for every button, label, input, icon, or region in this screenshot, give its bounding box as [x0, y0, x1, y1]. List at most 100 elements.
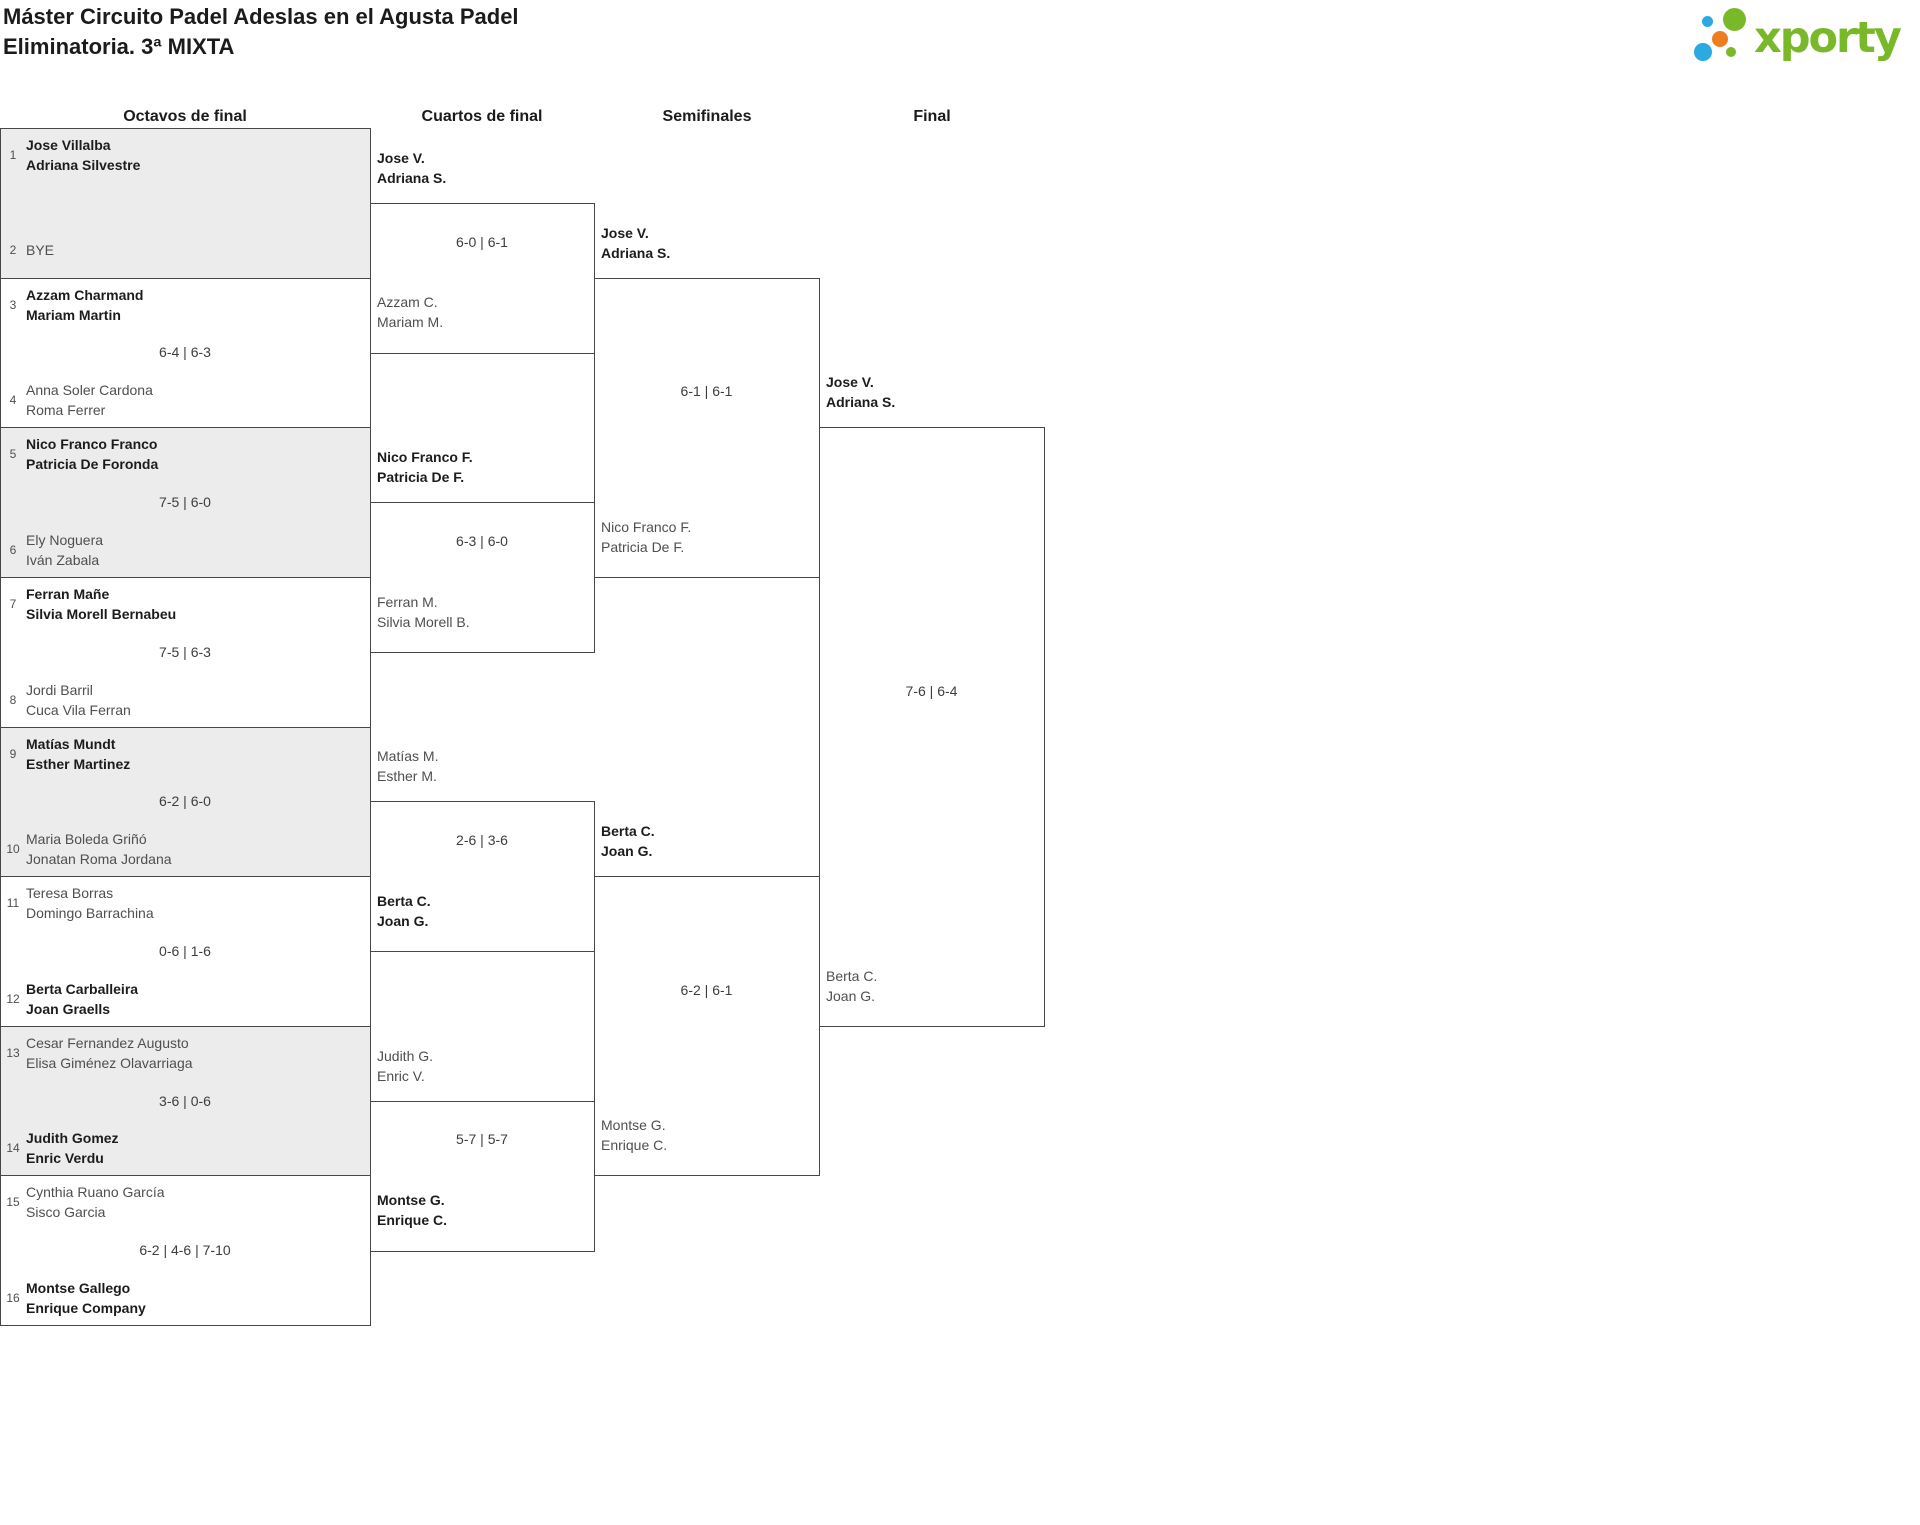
team-name: Sisco Garcia [26, 1204, 106, 1220]
logo-dot [1722, 7, 1746, 31]
team-name: Cuca Vila Ferran [26, 702, 131, 718]
advancing-team-label: Nico Franco F. [377, 449, 473, 465]
advancing-team-label: Enric V. [377, 1068, 425, 1084]
match-score: 3-6 | 0-6 [159, 1093, 211, 1109]
advancing-team-label: Berta C. [601, 823, 655, 839]
advancing-team-label: Esther M. [377, 768, 437, 784]
team-name: Esther Martinez [26, 756, 131, 772]
advancing-team-label: Berta C. [377, 893, 431, 909]
r16-match-4 [0, 577, 371, 728]
advancing-team-label: Judith G. [377, 1048, 434, 1064]
team-name: Joan Graells [26, 1001, 111, 1017]
round-header-4: Final [913, 108, 951, 125]
logo-dot [1712, 31, 1728, 47]
r16-match-7 [0, 1026, 371, 1177]
team-name: Iván Zabala [26, 552, 100, 568]
advancing-team-label: Montse G. [377, 1192, 445, 1208]
advancing-team-label: Joan G. [377, 913, 429, 929]
match-score: 6-1 | 6-1 [680, 383, 733, 399]
r16-match-8 [0, 1175, 371, 1326]
team-name: Mariam Martin [26, 307, 121, 323]
advancing-team-label: Patricia De F. [601, 539, 685, 555]
qf-match-4 [370, 1101, 595, 1252]
logo-dot [1726, 47, 1736, 57]
seed-number: 16 [6, 1291, 20, 1305]
advancing-team-label: Azzam C. [377, 294, 438, 310]
team-name: Elisa Giménez Olavarriaga [26, 1055, 193, 1071]
team-name: Maria Boleda Griñó [26, 831, 147, 847]
seed-number: 1 [9, 148, 17, 162]
match-score: 7-6 | 6-4 [905, 683, 958, 699]
r16-match-5 [0, 727, 371, 878]
seed-number: 2 [9, 243, 17, 257]
tournament-subtitle: Eliminatoria. 3ª MIXTA [3, 34, 235, 59]
round-header-2: Cuartos de final [421, 108, 543, 125]
advancing-team-label: Adriana S. [601, 245, 671, 261]
match-score: 6-0 | 6-1 [456, 234, 508, 250]
advancing-team-label: Nico Franco F. [601, 519, 692, 535]
seed-number: 11 [6, 896, 20, 910]
team-name: Berta Carballeira [26, 981, 139, 997]
match-score: 6-3 | 6-0 [456, 533, 508, 549]
tournament-title: Máster Circuito Padel Adeslas en el Agus… [3, 4, 519, 29]
team-name: Ferran Mañe [26, 586, 110, 602]
advancing-team-label: Jose V. [826, 374, 874, 390]
advancing-team-label: Matías M. [377, 748, 439, 764]
advancing-team-label: Ferran M. [377, 594, 438, 610]
round-header-3: Semifinales [662, 108, 752, 125]
match-score: 7-5 | 6-3 [159, 644, 211, 660]
advancing-team-label: Silvia Morell B. [377, 614, 470, 630]
team-name: Montse Gallego [26, 1280, 131, 1296]
match-score: 6-4 | 6-3 [159, 344, 211, 360]
match-score: 0-6 | 1-6 [159, 943, 211, 959]
seed-number: 14 [6, 1141, 20, 1155]
seed-number: 7 [9, 597, 17, 611]
team-name: Jonatan Roma Jordana [26, 851, 172, 867]
seed-number: 9 [9, 747, 17, 761]
r16-match-6 [0, 876, 371, 1027]
seed-number: 12 [6, 992, 20, 1006]
logo-dot [1701, 15, 1713, 27]
team-name: Domingo Barrachina [26, 905, 154, 921]
team-name: BYE [26, 242, 55, 258]
r16-match-1 [0, 128, 371, 279]
team-name: Enric Verdu [26, 1150, 104, 1166]
team-name: Jose Villalba [26, 137, 111, 153]
match-score: 6-2 | 6-1 [680, 982, 733, 998]
seed-number: 4 [9, 393, 17, 407]
advancing-team-label: Berta C. [826, 968, 878, 984]
team-name: Silvia Morell Bernabeu [26, 606, 177, 622]
team-name: Patricia De Foronda [26, 456, 159, 472]
advancing-team-label: Adriana S. [826, 394, 896, 410]
team-name: Azzam Charmand [26, 287, 144, 303]
team-name: Teresa Borras [26, 885, 114, 901]
advancing-team-label: Adriana S. [377, 170, 447, 186]
advancing-team-label: Enrique C. [377, 1212, 448, 1228]
advancing-team-label: Patricia De F. [377, 469, 465, 485]
team-name: Adriana Silvestre [26, 157, 141, 173]
advancing-team-label: Joan G. [826, 988, 876, 1004]
seed-number: 6 [9, 543, 17, 557]
match-score: 5-7 | 5-7 [456, 1131, 508, 1147]
team-name: Cesar Fernandez Augusto [26, 1035, 189, 1051]
seed-number: 13 [6, 1046, 20, 1060]
advancing-team-label: Mariam M. [377, 314, 444, 330]
match-score: 7-5 | 6-0 [159, 494, 211, 510]
team-name: Cynthia Ruano García [26, 1184, 165, 1200]
team-name: Judith Gomez [26, 1130, 119, 1146]
team-name: Ely Noguera [26, 532, 104, 548]
xporty-logo[interactable]: xporty [1668, 4, 1916, 72]
seed-number: 8 [9, 693, 17, 707]
r16-match-3 [0, 427, 371, 578]
team-name: Nico Franco Franco [26, 436, 158, 452]
team-name: Jordi Barril [26, 682, 93, 698]
team-name: Roma Ferrer [26, 402, 106, 418]
advancing-team-label: Enrique C. [601, 1137, 668, 1153]
match-score: 6-2 | 6-0 [159, 793, 211, 809]
advancing-team-label: Jose V. [377, 150, 425, 166]
advancing-team-label: Joan G. [601, 843, 653, 859]
final-match [819, 427, 1045, 1027]
advancing-team-label: Jose V. [601, 225, 649, 241]
seed-number: 10 [6, 842, 20, 856]
round-header-1: Octavos de final [123, 108, 247, 125]
